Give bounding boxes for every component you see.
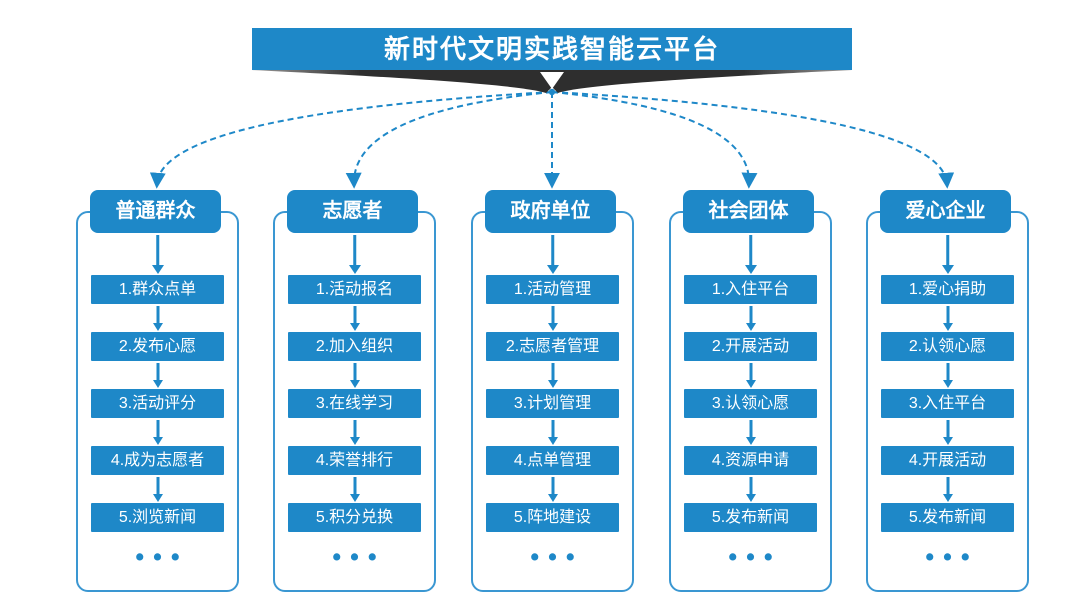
column-header: 爱心企业: [880, 190, 1011, 233]
ellipsis: •••: [530, 543, 584, 571]
down-arrow-icon: [942, 418, 954, 446]
down-arrow-icon: [547, 475, 559, 503]
steps-list: 1.活动报名 2.加入组织 3.在线学习 4.荣誉排行 5.积分兑换 •••: [288, 275, 421, 571]
step-box: 4.荣誉排行: [288, 446, 421, 475]
connector-to-column-1: [149, 91, 553, 189]
step-box: 1.入住平台: [684, 275, 817, 304]
step-box: 5.积分兑换: [288, 503, 421, 532]
down-arrow-icon: [348, 235, 362, 274]
step-box: 2.发布心愿: [91, 332, 224, 361]
ellipsis: •••: [925, 543, 979, 571]
connector-to-column-2: [345, 91, 553, 189]
down-arrow-icon: [942, 475, 954, 503]
steps-list: 1.爱心捐助 2.认领心愿 3.入住平台 4.开展活动 5.发布新闻 •••: [881, 275, 1014, 571]
down-arrow-icon: [745, 418, 757, 446]
column-social-groups: 社会团体 1.入住平台 2.开展活动 3.认领心愿 4.资源申请 5.发布新闻 …: [668, 190, 833, 602]
ellipsis: •••: [135, 543, 189, 571]
connector-to-column-4: [551, 91, 758, 189]
step-box: 3.活动评分: [91, 389, 224, 418]
down-arrow-icon: [152, 475, 164, 503]
step-box: 2.认领心愿: [881, 332, 1014, 361]
step-box: 2.志愿者管理: [486, 332, 619, 361]
column-general-public: 普通群众 1.群众点单 2.发布心愿 3.活动评分 4.成为志愿者 5.浏览新闻…: [75, 190, 240, 602]
down-arrow-icon: [546, 235, 560, 274]
down-arrow-icon: [744, 235, 758, 274]
banner-ribbon: [252, 70, 852, 93]
step-box: 4.点单管理: [486, 446, 619, 475]
platform-title-banner: 新时代文明实践智能云平台: [252, 28, 852, 70]
down-arrow-icon: [745, 304, 757, 332]
down-arrow-icon: [349, 475, 361, 503]
down-arrow-icon: [547, 418, 559, 446]
step-box: 3.认领心愿: [684, 389, 817, 418]
step-box: 5.阵地建设: [486, 503, 619, 532]
ellipsis: •••: [332, 543, 386, 571]
down-arrow-icon: [745, 361, 757, 389]
down-arrow-icon: [349, 361, 361, 389]
ellipsis: •••: [728, 543, 782, 571]
step-box: 3.在线学习: [288, 389, 421, 418]
column-header: 普通群众: [90, 190, 221, 233]
step-box: 4.成为志愿者: [91, 446, 224, 475]
steps-list: 1.群众点单 2.发布心愿 3.活动评分 4.成为志愿者 5.浏览新闻 •••: [91, 275, 224, 571]
steps-list: 1.入住平台 2.开展活动 3.认领心愿 4.资源申请 5.发布新闻 •••: [684, 275, 817, 571]
step-box: 4.开展活动: [881, 446, 1014, 475]
down-arrow-icon: [942, 361, 954, 389]
column-caring-enterprises: 爱心企业 1.爱心捐助 2.认领心愿 3.入住平台 4.开展活动 5.发布新闻 …: [865, 190, 1030, 602]
steps-list: 1.活动管理 2.志愿者管理 3.计划管理 4.点单管理 5.阵地建设 •••: [486, 275, 619, 571]
connector-to-column-5: [551, 91, 955, 189]
step-box: 4.资源申请: [684, 446, 817, 475]
column-header: 政府单位: [485, 190, 616, 233]
step-box: 3.入住平台: [881, 389, 1014, 418]
column-header: 社会团体: [683, 190, 814, 233]
down-arrow-icon: [547, 361, 559, 389]
step-box: 2.加入组织: [288, 332, 421, 361]
step-box: 2.开展活动: [684, 332, 817, 361]
step-box: 1.活动管理: [486, 275, 619, 304]
step-box: 3.计划管理: [486, 389, 619, 418]
step-box: 5.发布新闻: [684, 503, 817, 532]
down-arrow-icon: [547, 304, 559, 332]
down-arrow-icon: [152, 361, 164, 389]
step-box: 1.活动报名: [288, 275, 421, 304]
down-arrow-icon: [745, 475, 757, 503]
step-box: 5.浏览新闻: [91, 503, 224, 532]
down-arrow-icon: [152, 304, 164, 332]
column-government: 政府单位 1.活动管理 2.志愿者管理 3.计划管理 4.点单管理 5.阵地建设…: [470, 190, 635, 602]
down-arrow-icon: [349, 304, 361, 332]
step-box: 5.发布新闻: [881, 503, 1014, 532]
step-box: 1.爱心捐助: [881, 275, 1014, 304]
column-header: 志愿者: [287, 190, 418, 233]
down-arrow-icon: [152, 418, 164, 446]
fanout-connectors: [149, 88, 955, 189]
step-box: 1.群众点单: [91, 275, 224, 304]
down-triangle-icon: [540, 72, 564, 89]
down-arrow-icon: [941, 235, 955, 274]
down-arrow-icon: [349, 418, 361, 446]
down-arrow-icon: [942, 304, 954, 332]
down-arrow-icon: [151, 235, 165, 274]
column-volunteers: 志愿者 1.活动报名 2.加入组织 3.在线学习 4.荣誉排行 5.积分兑换 •…: [272, 190, 437, 602]
